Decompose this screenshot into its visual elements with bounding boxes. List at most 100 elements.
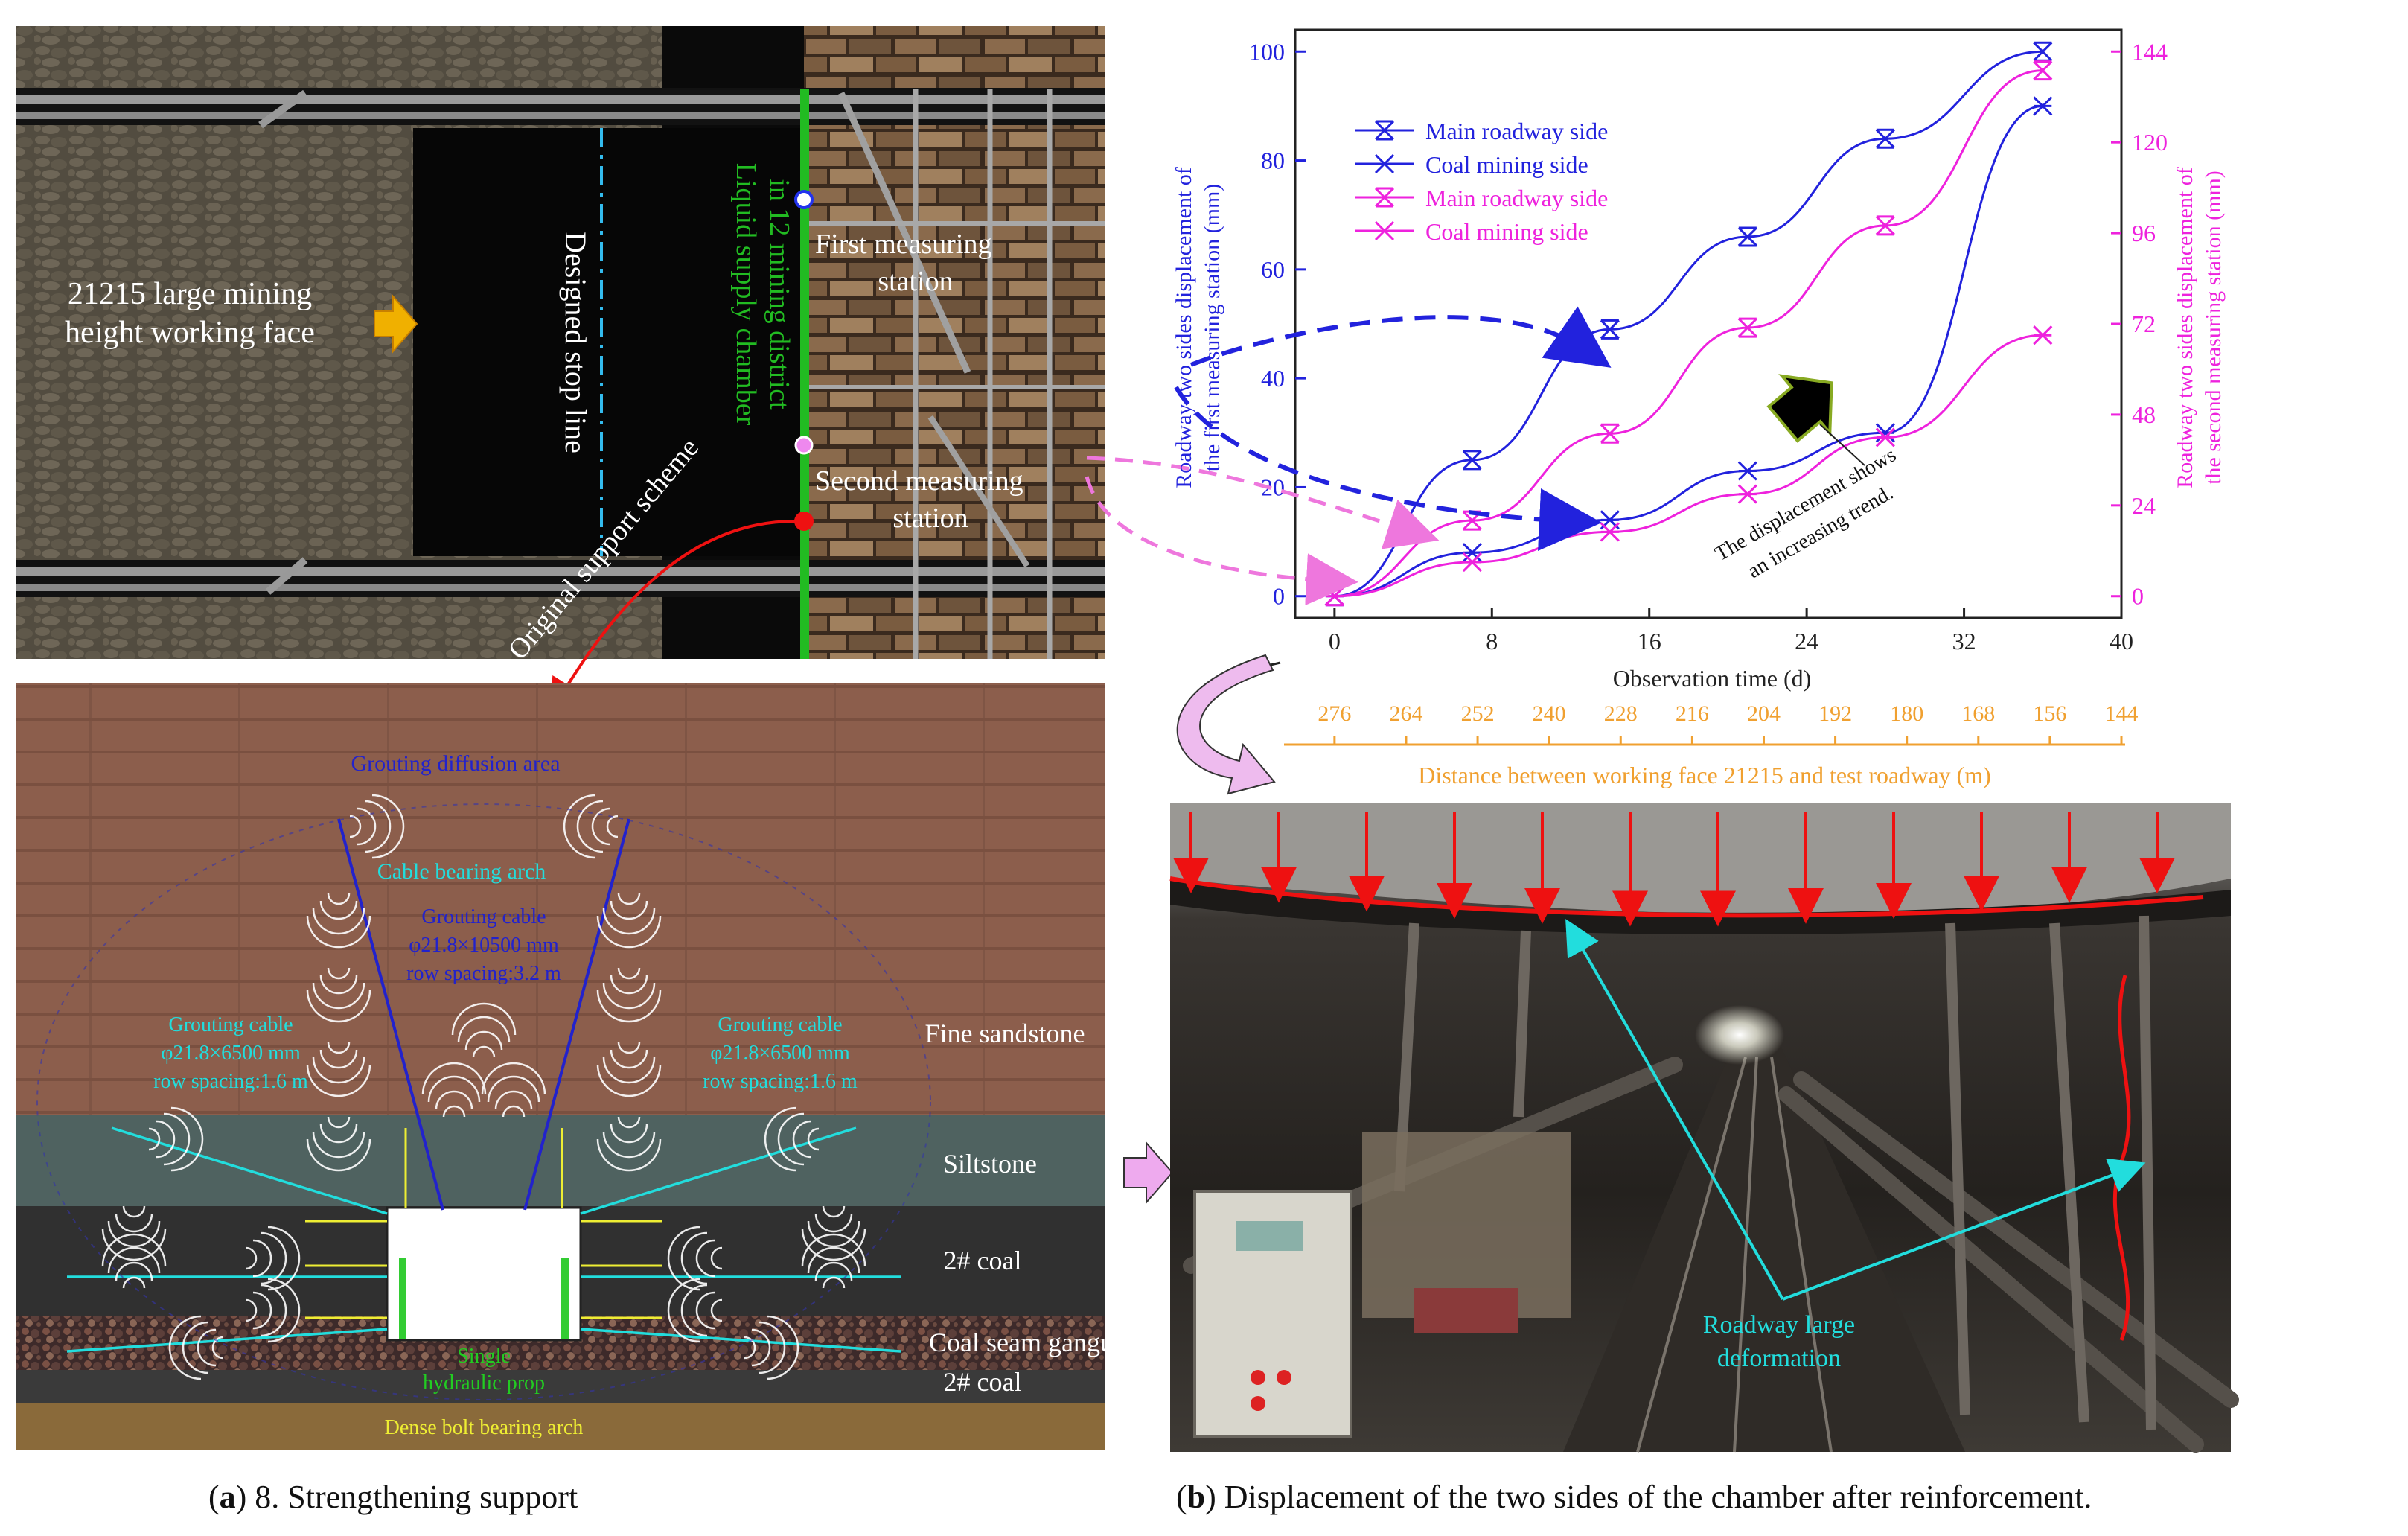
legend-label-1: Main roadway side	[1425, 118, 1608, 144]
series-2-point	[1737, 461, 1757, 481]
series-4-point	[1600, 522, 1620, 542]
legend-label-2: Coal mining side	[1425, 151, 1588, 178]
side-arrow	[1123, 1141, 1174, 1205]
prop-label-1: Single	[457, 1345, 511, 1368]
coal-lower-label: 2# coal	[944, 1367, 1022, 1397]
advance-arrow	[374, 294, 418, 354]
deformation-arrow-roof	[1565, 919, 1784, 1300]
distance-tick-label: 264	[1389, 701, 1422, 726]
distance-tick-label: 180	[1890, 701, 1923, 726]
station1-marker	[794, 190, 814, 209]
plot-frame	[1294, 28, 2123, 619]
series-1-point	[1875, 128, 1895, 149]
station1-label-2: station	[878, 266, 953, 297]
distance-tick-label: 156	[2033, 701, 2066, 726]
scheme-arrow	[549, 520, 796, 716]
side-grouting-cables	[66, 1126, 901, 1353]
distance-tick-label: 252	[1461, 701, 1495, 726]
chart-legend: Main roadway side Coal mining side Main …	[1355, 118, 1608, 245]
plan-view: 21215 large mining height working face D…	[16, 26, 1105, 716]
series-1-point	[1737, 226, 1757, 247]
floor-layer	[16, 1403, 1105, 1450]
distance-tick-label: 216	[1676, 701, 1709, 726]
caption-a: (a) 8. Strengthening support	[208, 1479, 578, 1515]
deformation-arrow-wall	[1782, 1158, 2146, 1301]
left-cable-label-2: φ21.8×6500 mm	[161, 1042, 301, 1065]
x-tick-label: 40	[2110, 628, 2133, 654]
left-cable-label-1: Grouting cable	[168, 1013, 293, 1036]
series-2-point	[2033, 96, 2053, 116]
stop-line-label: Designed stop line	[559, 232, 593, 453]
distance-tick-label: 144	[2105, 701, 2139, 726]
fine-sandstone-label: Fine sandstone	[925, 1019, 1085, 1048]
gangue-label: Coal seam gangue	[929, 1328, 1125, 1357]
y-right-tick-label: 72	[2132, 310, 2156, 337]
distance-tick-label: 276	[1318, 701, 1351, 726]
working-face-label-2: height working face	[65, 316, 315, 350]
bolt-arch-label: Dense bolt bearing arch	[385, 1416, 584, 1439]
station1-link-1	[1189, 306, 1612, 368]
prop-label-2: hydraulic prop	[423, 1371, 545, 1395]
left-cable-label-3: row spacing:1.6 m	[153, 1070, 308, 1093]
y-right-tick-label: 48	[2132, 401, 2156, 428]
transition-arrow	[1176, 654, 1276, 795]
working-face-label-1: 21215 large mining	[68, 277, 312, 311]
photo-steel-beam	[1170, 879, 2231, 935]
legend-marker-4	[1374, 220, 1395, 241]
series-line-2	[1334, 104, 2043, 598]
legend-marker-3	[1374, 187, 1395, 208]
y-right-tick-label: 96	[2132, 220, 2156, 246]
center-cable-label-3: row spacing:3.2 m	[406, 962, 561, 985]
right-cable-label-1: Grouting cable	[718, 1013, 842, 1036]
fine-sandstone-layer	[16, 683, 1105, 1115]
grouting-area-label: Grouting diffusion area	[351, 751, 560, 776]
center-cable-label-1: Grouting cable	[421, 905, 546, 928]
series-3-point	[1875, 215, 1895, 236]
series-2-point	[1875, 423, 1895, 443]
series-4-point	[1462, 552, 1482, 573]
station2-label-1: Second measuring	[815, 465, 1023, 497]
roof-load-arrows	[1173, 812, 2175, 927]
long-grouting-cables	[337, 818, 630, 1211]
y-right-tick-label: 24	[2132, 492, 2156, 519]
series-3-point	[1600, 423, 1620, 444]
series-line-3	[1334, 69, 2043, 598]
series-line-1	[1334, 50, 2043, 598]
station2-marker	[794, 436, 814, 455]
cable-arch-label: Cable bearing arch	[377, 859, 546, 884]
diffusion-boundary	[36, 803, 931, 1400]
station1-link-2	[1174, 386, 1602, 551]
y-left-tick-label: 60	[1261, 256, 1285, 283]
right-cable-label-3: row spacing:1.6 m	[703, 1070, 858, 1093]
series-4-point	[2033, 325, 2053, 345]
series-3-point	[2033, 60, 2053, 81]
x-tick-label: 0	[1329, 628, 1341, 654]
legend-marker-2	[1374, 153, 1395, 174]
y-right-label-2: the second measuring station (mm)	[2201, 171, 2226, 485]
series-4-point	[1737, 484, 1757, 504]
series-1-point	[1462, 450, 1482, 471]
series-line-4	[1334, 334, 2043, 598]
distance-tick-label: 204	[1747, 701, 1781, 726]
support-marker	[794, 512, 814, 531]
dense-bolts	[305, 1128, 662, 1319]
chamber-label-1: Liquid supply chamber	[730, 163, 761, 426]
y-left-label-1: Roadway two sides displacement of	[1172, 167, 1196, 488]
x-tick-label: 8	[1486, 628, 1498, 654]
distance-tick-label: 168	[1961, 701, 1995, 726]
photo-floor	[1563, 1042, 1965, 1452]
y-left-tick-label: 40	[1261, 365, 1285, 392]
chamber-label-2: in 12 mining district	[764, 179, 795, 410]
series-2-point	[1462, 543, 1482, 563]
station2-link-1	[1086, 456, 1440, 549]
upper-rail	[16, 95, 1105, 104]
x-tick-label: 32	[1952, 628, 1976, 654]
siltstone-label: Siltstone	[943, 1149, 1037, 1179]
x-tick-label: 16	[1638, 628, 1661, 654]
photo-label-1: Roadway large	[1703, 1311, 1855, 1339]
siltstone-layer	[16, 1115, 1105, 1206]
